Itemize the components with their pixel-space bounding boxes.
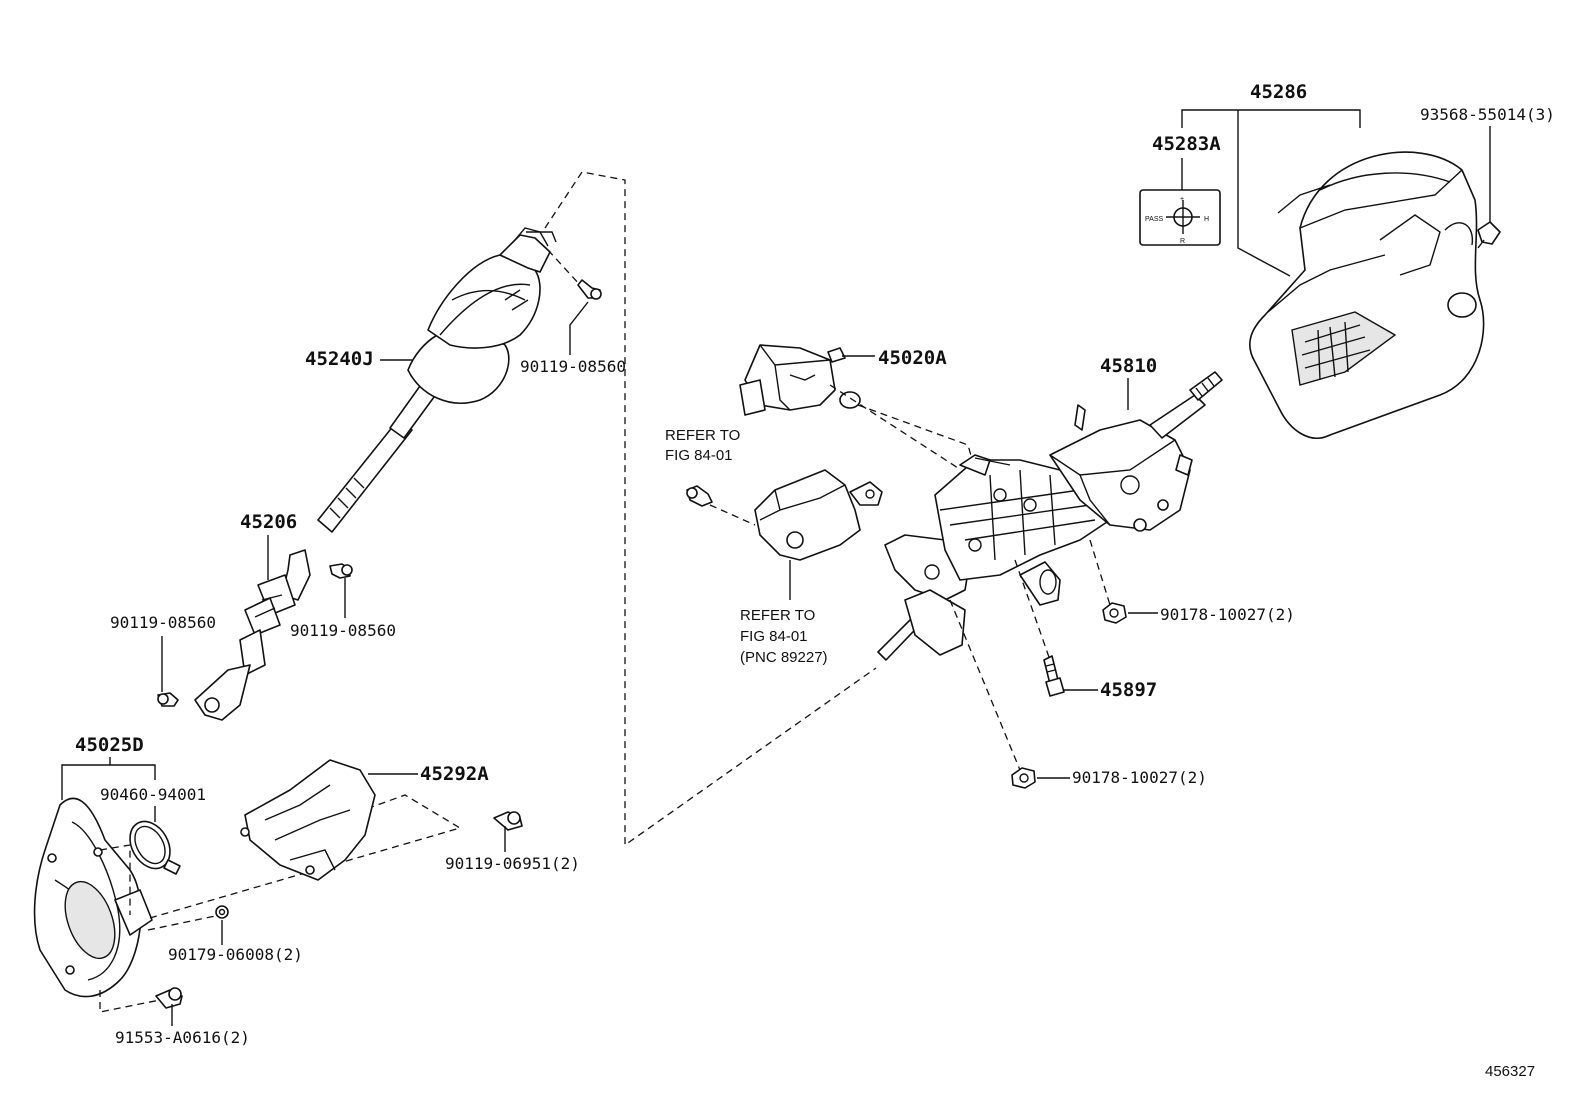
label-93568: 93568-55014(3): [1420, 105, 1555, 124]
label-90178-b: 90178-10027(2): [1072, 768, 1207, 787]
label-90119-06951: 90119-06951(2): [445, 854, 580, 873]
cover-screw: [1477, 221, 1501, 249]
label-45020A: 45020A: [878, 347, 947, 369]
label-45292A: 45292A: [420, 763, 489, 785]
shaft-to-column-path: [544, 171, 877, 847]
joint-screw-right: [329, 563, 353, 579]
clamp-ring: [129, 820, 181, 875]
label-45206: 45206: [240, 511, 297, 533]
label-90119-left: 90119-08560: [110, 613, 216, 632]
refer2-line2: FIG 84-01: [740, 628, 808, 645]
label-91553: 91553-A0616(2): [115, 1028, 250, 1047]
leader-45025D: [61, 757, 156, 800]
column-nut-lower: [1011, 767, 1036, 789]
boot-bolt: [493, 811, 523, 831]
intermediate-shaft: [317, 227, 557, 533]
switch-up-text: +: [1180, 196, 1184, 203]
label-90119-top: 90119-08560: [520, 357, 626, 376]
joint-screw-left: [157, 692, 179, 707]
refer2-line3: (PNC 89227): [740, 649, 828, 666]
column-boot-cover: [240, 759, 376, 881]
refer1-line1: REFER TO: [665, 427, 740, 444]
cover-nut: [215, 905, 229, 919]
hole-cover: [33, 797, 153, 998]
steering-column-assembly: [877, 371, 1223, 661]
label-45810: 45810: [1100, 355, 1157, 377]
switch-down-text: R: [1180, 238, 1185, 245]
label-45240J: 45240J: [305, 348, 374, 370]
label-90179: 90179-06008(2): [168, 945, 303, 964]
column-nut-upper: [1102, 602, 1127, 624]
universal-joint: [194, 549, 311, 721]
steering-lock-actuator: [739, 344, 861, 416]
column-bolt: [1043, 655, 1065, 697]
leader-45286: [1181, 109, 1361, 277]
label-90460: 90460-94001: [100, 785, 206, 804]
lower-bracket: [754, 469, 883, 561]
steering-column-cover: [1249, 151, 1485, 439]
label-45025D: 45025D: [75, 734, 144, 756]
cover-bolt: [155, 987, 183, 1009]
label-45283A: 45283A: [1152, 133, 1221, 155]
label-90178-a: 90178-10027(2): [1160, 605, 1295, 624]
label-45286: 45286: [1250, 81, 1307, 103]
figure-id: 456327: [1485, 1063, 1535, 1080]
switch-right-text: H: [1204, 216, 1209, 223]
refer1-line2: FIG 84-01: [665, 447, 733, 464]
switch-pass-text: PASS: [1145, 216, 1163, 223]
leader-90119-top: [569, 301, 589, 355]
label-90119-mid: 90119-08560: [290, 621, 396, 640]
refer-bolt: [686, 485, 713, 507]
refer2-line1: REFER TO: [740, 607, 815, 624]
shaft-screw-top: [577, 279, 602, 300]
switch-label-plate: PASS + R H: [1139, 189, 1221, 246]
label-45897: 45897: [1100, 679, 1157, 701]
